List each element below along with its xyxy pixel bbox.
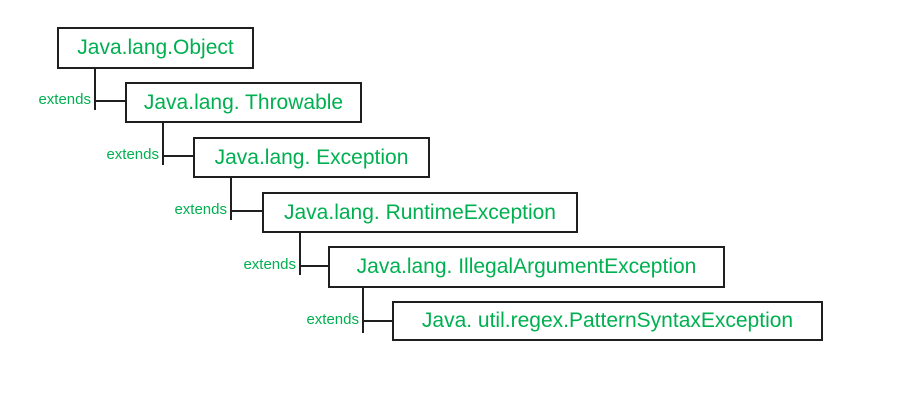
extends-label-5: extends (306, 311, 359, 328)
class-box-java-lang-exception: Java.lang. Exception (193, 137, 430, 178)
connector-vline-5 (362, 287, 364, 333)
extends-label-4: extends (243, 256, 296, 273)
connector-vline-3 (230, 177, 232, 220)
connector-hline-1 (94, 100, 127, 102)
connector-vline-1 (94, 68, 96, 110)
class-box-java-lang-runtimeexception: Java.lang. RuntimeException (262, 192, 578, 233)
connector-vline-4 (299, 232, 301, 275)
extends-label-3: extends (174, 201, 227, 218)
connector-hline-2 (162, 155, 195, 157)
connector-vline-2 (162, 122, 164, 165)
class-box-java-lang-throwable: Java.lang. Throwable (125, 82, 362, 123)
extends-label-2: extends (106, 146, 159, 163)
class-box-java-lang-illegalargumentexception: Java.lang. IllegalArgumentException (328, 246, 725, 288)
connector-hline-5 (362, 320, 394, 322)
connector-hline-3 (230, 210, 264, 212)
connector-hline-4 (299, 265, 330, 267)
class-box-java-lang-object: Java.lang.Object (57, 27, 254, 69)
extends-label-1: extends (38, 91, 91, 108)
class-box-java-util-regex-patternsyntaxexception: Java. util.regex.PatternSyntaxException (392, 301, 823, 341)
